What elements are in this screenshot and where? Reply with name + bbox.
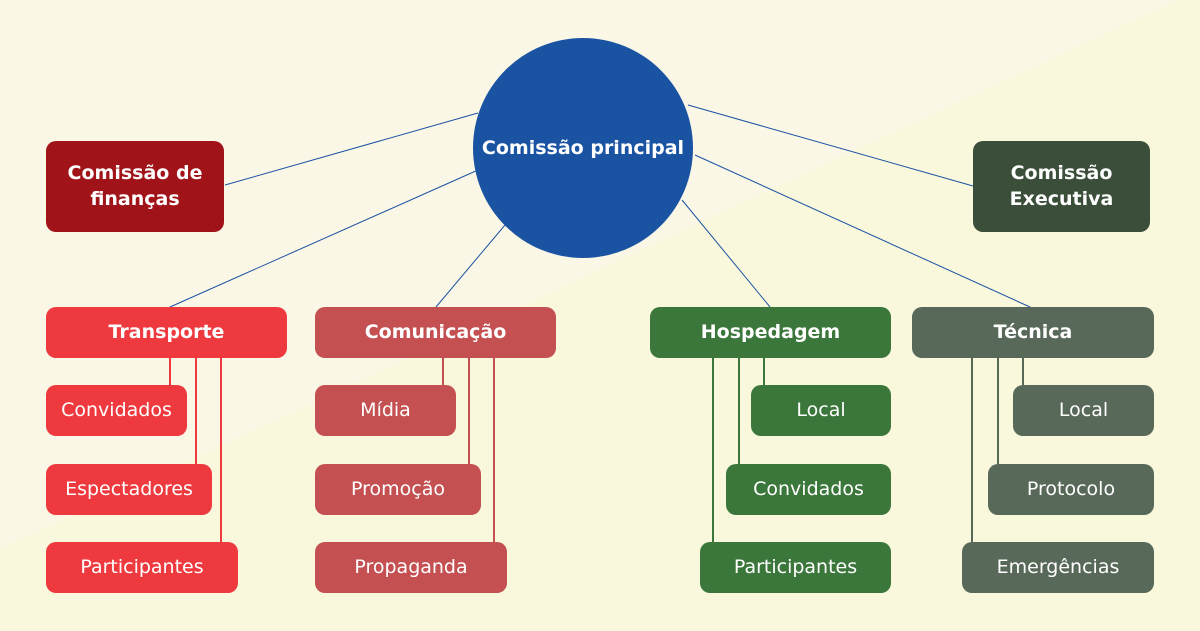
executive-committee-box: Comissão Executiva xyxy=(973,141,1150,232)
item-label: Local xyxy=(796,398,846,421)
group-title: Técnica xyxy=(993,320,1073,343)
item-label: Convidados xyxy=(753,477,864,500)
finance-label-line1: Comissão de xyxy=(67,161,203,184)
group-transporte-item: Convidados xyxy=(46,385,187,436)
group-hospedagem-header: Hospedagem xyxy=(650,307,891,358)
connector-comunicacao xyxy=(435,224,506,308)
connector-finance xyxy=(224,112,479,186)
group-title: Transporte xyxy=(108,320,225,343)
connector-hospedagem xyxy=(681,199,771,308)
group-hospedagem-item: Convidados xyxy=(726,464,891,515)
item-label: Participantes xyxy=(80,555,204,578)
item-label: Promoção xyxy=(351,477,445,500)
item-label: Participantes xyxy=(733,555,858,578)
item-label: Espectadores xyxy=(65,477,193,500)
executive-label-line2: Executiva xyxy=(1009,187,1114,210)
finance-committee-box: Comissão de finanças xyxy=(46,141,224,232)
center-node: Comissão principal xyxy=(473,38,693,258)
item-label: Mídia xyxy=(360,398,411,421)
group-tecnica-item: Protocolo xyxy=(988,464,1154,515)
item-label: Convidados xyxy=(61,398,172,421)
group-transporte-item: Participantes xyxy=(46,542,238,593)
group-title: Hospedagem xyxy=(700,320,841,343)
group-transporte-item: Espectadores xyxy=(46,464,212,515)
group-tecnica-item: Emergências xyxy=(962,542,1154,593)
connector-tecnica xyxy=(694,154,1031,308)
group-hospedagem-item: Participantes xyxy=(700,542,891,593)
group-comunicacao-item: Mídia xyxy=(315,385,456,436)
group-comunicacao-item: Propaganda xyxy=(315,542,507,593)
item-label: Local xyxy=(1058,398,1109,421)
connector-executive xyxy=(687,104,974,187)
group-transporte-header: Transporte xyxy=(46,307,287,358)
group-comunicacao-header: Comunicação xyxy=(315,307,556,358)
center-label: Comissão principal xyxy=(481,137,685,159)
connector-transporte xyxy=(169,169,479,308)
group-hospedagem-item: Local xyxy=(751,385,891,436)
executive-label-line1: Comissão xyxy=(1010,161,1113,184)
group-title: Comunicação xyxy=(364,320,507,343)
item-label: Protocolo xyxy=(1026,477,1116,500)
group-comunicacao-item: Promoção xyxy=(315,464,481,515)
group-tecnica-header: Técnica xyxy=(912,307,1154,358)
item-label: Propaganda xyxy=(354,555,468,578)
finance-label-line2: finanças xyxy=(90,187,180,210)
group-tecnica-item: Local xyxy=(1013,385,1154,436)
item-label: Emergências xyxy=(996,555,1120,578)
